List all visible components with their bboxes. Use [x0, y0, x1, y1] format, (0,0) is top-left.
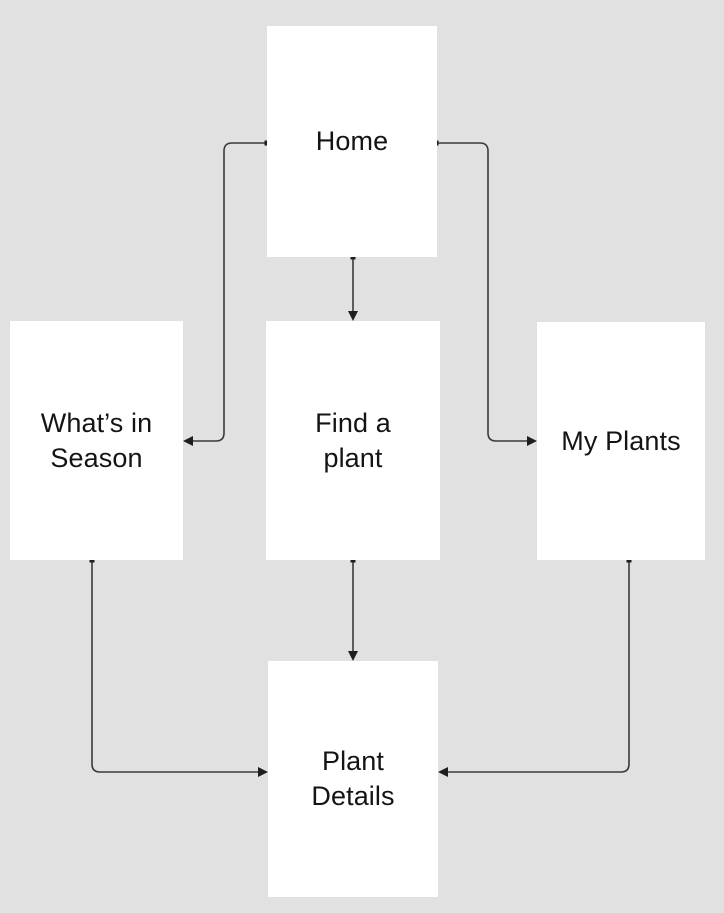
arrowhead-icon: [438, 767, 448, 777]
node-home[interactable]: Home: [267, 26, 437, 257]
arrowhead-icon: [348, 651, 358, 661]
connector-my-plants-to-plant-details: [438, 557, 632, 777]
node-whats-in-season[interactable]: What’s in Season: [10, 321, 183, 560]
node-find-a-plant-label: Find a plant: [315, 407, 391, 473]
connector-find-a-plant-to-plant-details: [348, 557, 358, 661]
node-plant-details-label: Plant Details: [311, 746, 395, 811]
node-find-a-plant[interactable]: Find a plant: [266, 321, 440, 560]
arrowhead-icon: [183, 436, 193, 446]
arrowhead-icon: [348, 311, 358, 321]
connector-home-to-whats-in-season: [183, 140, 270, 446]
connector-whats-in-season-to-plant-details: [89, 557, 268, 777]
node-home-label: Home: [315, 126, 389, 156]
node-my-plants[interactable]: My Plants: [537, 322, 705, 560]
node-plant-details[interactable]: Plant Details: [268, 661, 438, 897]
connector-home-to-my-plants: [433, 140, 537, 446]
connector-home-to-find-a-plant: [348, 254, 358, 321]
arrowhead-icon: [258, 767, 268, 777]
node-whats-in-season-label: What’s in Season: [40, 407, 153, 473]
node-my-plants-label: My Plants: [561, 425, 681, 456]
arrowhead-icon: [527, 436, 537, 446]
